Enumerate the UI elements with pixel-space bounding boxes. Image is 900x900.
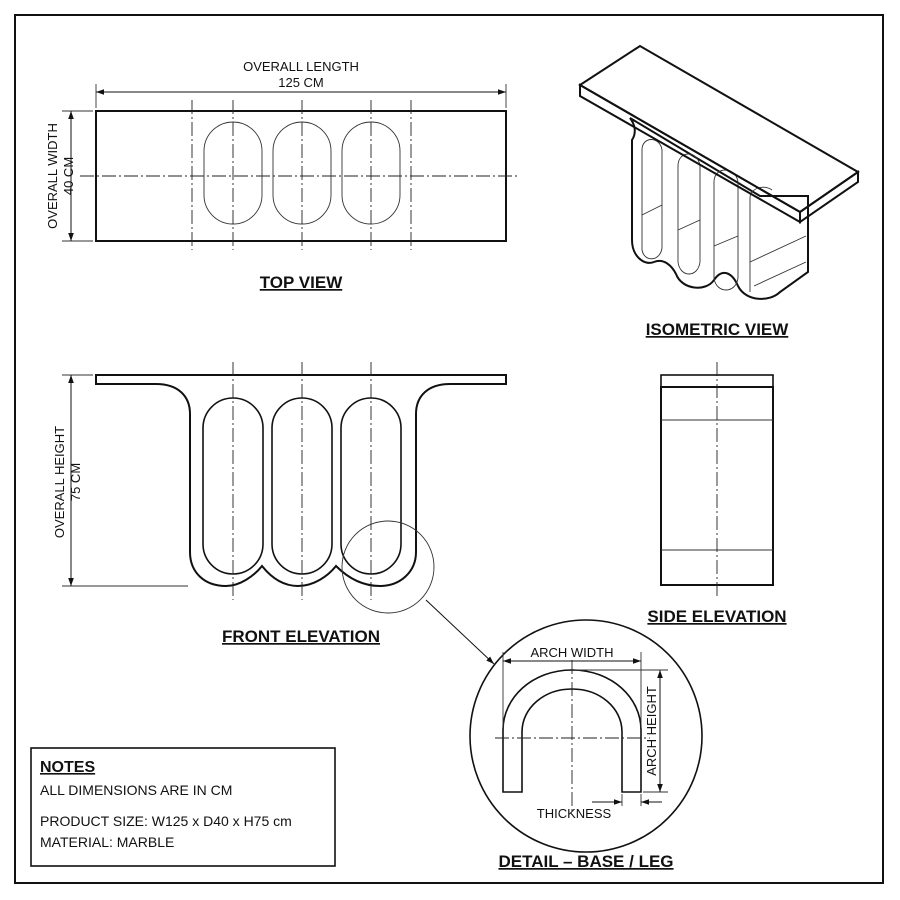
top-view-opening-2 [272, 121, 332, 225]
top-view-opening-3 [341, 121, 401, 225]
top-view-title: TOP VIEW [260, 273, 343, 292]
detail-base-leg: ARCH WIDTH ARCH HEIGHT THICKNESS DETAIL … [469, 619, 703, 871]
isometric-view-title: ISOMETRIC VIEW [646, 320, 790, 339]
thickness-label: THICKNESS [537, 806, 612, 821]
overall-width-value: 40 CM [61, 157, 76, 195]
top-view: OVERALL LENGTH 125 CM OVERALL WIDTH 40 C… [45, 59, 520, 292]
side-elevation-title: SIDE ELEVATION [647, 607, 786, 626]
overall-height-label: OVERALL HEIGHT [52, 426, 67, 538]
notes-line-3: MATERIAL: MARBLE [40, 834, 174, 850]
iso-base-body [629, 117, 809, 300]
sheet-border [14, 14, 884, 884]
notes-line-1: ALL DIMENSIONS ARE IN CM [40, 782, 232, 798]
detail-circle [469, 619, 703, 853]
top-view-opening-1 [203, 121, 263, 225]
side-elevation: SIDE ELEVATION [647, 362, 787, 626]
front-elevation-title: FRONT ELEVATION [222, 627, 380, 646]
overall-length-label: OVERALL LENGTH [243, 59, 359, 74]
notes-heading: NOTES [40, 759, 95, 776]
front-elevation: OVERALL HEIGHT 75 CM FRONT ELEVATION [52, 362, 507, 665]
detail-arch-section [502, 669, 642, 793]
detail-title: DETAIL – BASE / LEG [498, 852, 673, 871]
arch-height-label: ARCH HEIGHT [644, 686, 659, 776]
detail-leader-line [425, 599, 495, 665]
detail-callout-circle [341, 520, 435, 614]
overall-width-label: OVERALL WIDTH [45, 123, 60, 229]
front-elevation-outline [95, 374, 507, 588]
arch-width-label: ARCH WIDTH [530, 645, 613, 660]
isometric-view: ISOMETRIC VIEW [578, 44, 860, 339]
overall-length-value: 125 CM [278, 75, 324, 90]
iso-top-slab [578, 44, 860, 214]
notes-box: NOTES ALL DIMENSIONS ARE IN CM PRODUCT S… [30, 747, 336, 867]
notes-line-2: PRODUCT SIZE: W125 x D40 x H75 cm [40, 813, 292, 829]
overall-height-value: 75 CM [68, 463, 83, 501]
